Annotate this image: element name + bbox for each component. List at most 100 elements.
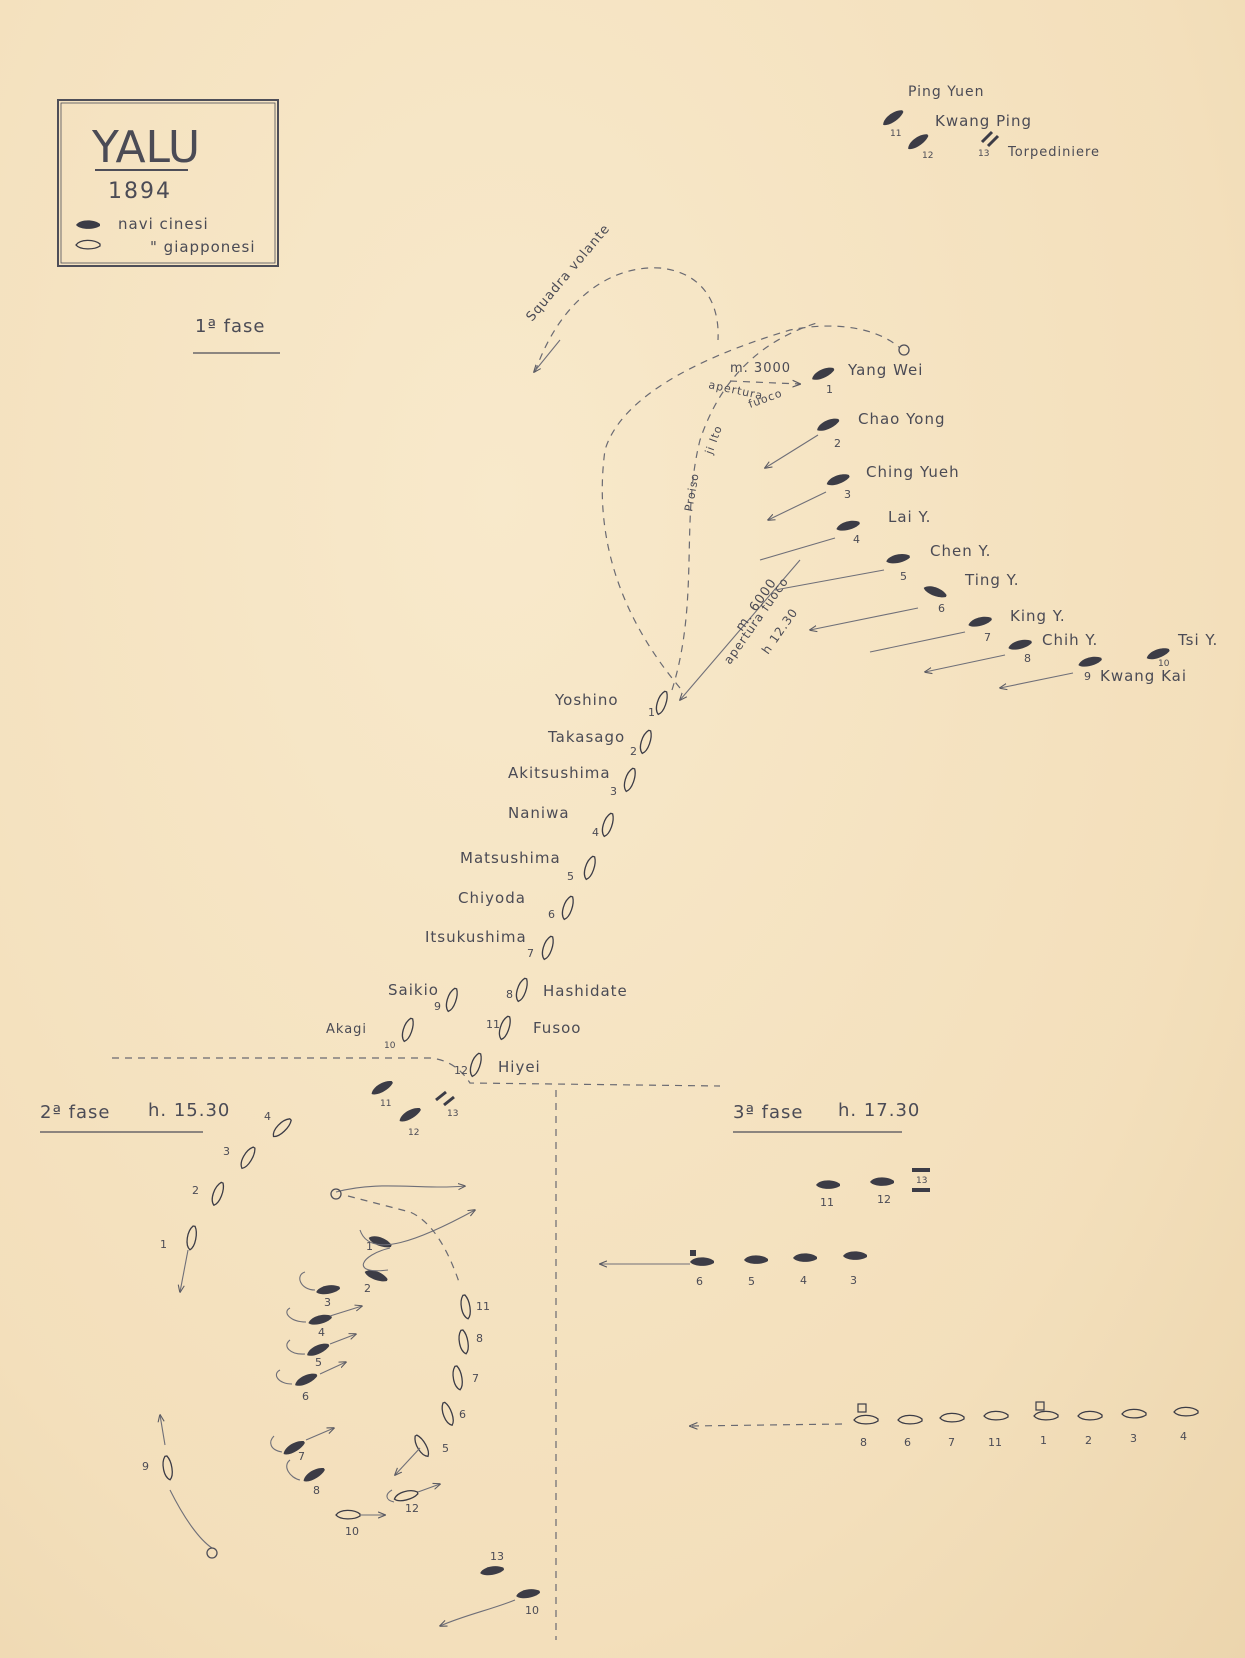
svg-text:2: 2	[364, 1282, 371, 1295]
first-shot-label-1: Proiso	[682, 472, 702, 513]
svg-text:4: 4	[853, 533, 860, 546]
svg-text:1: 1	[1040, 1434, 1047, 1447]
phase-separator-horizontal	[112, 1057, 721, 1087]
svg-text:11: 11	[380, 1099, 391, 1109]
chinese-ship-10-name: Tsi Y.	[1177, 631, 1218, 649]
svg-text:11: 11	[890, 129, 901, 139]
svg-text:8: 8	[506, 988, 513, 1001]
svg-text:8: 8	[860, 1436, 867, 1449]
svg-text:2: 2	[192, 1184, 199, 1197]
svg-text:7: 7	[298, 1450, 305, 1463]
reserve-ship-11-name: Ping Yuen	[908, 84, 985, 100]
phase2-title: 2ª fase	[40, 1102, 110, 1123]
japanese-ship-7-name: Itsukushima	[425, 928, 527, 946]
svg-text:9: 9	[142, 1460, 149, 1473]
svg-text:9: 9	[434, 1000, 441, 1013]
map-title: YALU	[91, 122, 200, 173]
reserve-ship-12	[905, 131, 931, 153]
legend-chinese-label: navi cinesi	[118, 215, 209, 233]
svg-text:8: 8	[476, 1332, 483, 1345]
svg-text:11: 11	[988, 1436, 1002, 1449]
japanese-ship-1-name: Yoshino	[554, 691, 619, 709]
japanese-ship-11-name: Fusoo	[533, 1019, 581, 1037]
chinese-ship-4	[835, 518, 861, 533]
phase2-diagram: 11 12 13 4 3 2 1 1 2 3 4 5	[142, 1077, 541, 1626]
chinese-ship-8	[1007, 637, 1033, 652]
svg-text:12: 12	[922, 151, 933, 161]
svg-text:10: 10	[1158, 659, 1170, 669]
svg-text:4: 4	[800, 1274, 807, 1287]
chinese-ship-3-name: Ching Yueh	[866, 463, 960, 481]
svg-text:3: 3	[223, 1145, 230, 1158]
japanese-ship-6-name: Chiyoda	[458, 889, 526, 907]
chinese-ship-2-name: Chao Yong	[858, 410, 946, 428]
svg-text:3: 3	[844, 488, 851, 501]
japanese-column-phase1: Yoshino 1 Takasago 2 Akitsushima 3 Naniw…	[326, 689, 671, 1079]
svg-text:3: 3	[850, 1274, 857, 1287]
svg-text:2: 2	[1085, 1434, 1092, 1447]
japanese-ship-10-name: Akagi	[326, 1022, 367, 1037]
svg-text:6: 6	[548, 908, 555, 921]
map-year: 1894	[108, 179, 172, 204]
svg-text:5: 5	[748, 1275, 755, 1288]
chinese-line-phase1: 1 Yang Wei 2 Chao Yong 3 Ching Yueh 4 La…	[759, 361, 1218, 688]
svg-text:3: 3	[1130, 1432, 1137, 1445]
chinese-ship-2	[815, 415, 841, 434]
chinese-ship-9	[1077, 654, 1103, 669]
svg-text:5: 5	[315, 1356, 322, 1369]
svg-text:4: 4	[318, 1326, 325, 1339]
svg-text:4: 4	[1180, 1430, 1187, 1443]
svg-text:6: 6	[302, 1390, 309, 1403]
chinese-ship-6-name: Ting Y.	[964, 571, 1020, 589]
svg-text:7: 7	[984, 631, 991, 644]
range-3000-label: m. 3000	[730, 361, 791, 376]
svg-text:7: 7	[948, 1436, 955, 1449]
chinese-ship-3	[825, 471, 851, 488]
svg-text:2: 2	[834, 437, 841, 450]
phase3-title: 3ª fase	[733, 1102, 803, 1123]
svg-text:11: 11	[486, 1018, 500, 1031]
japanese-ship-5-name: Matsushima	[460, 849, 561, 867]
svg-text:9: 9	[1084, 670, 1091, 683]
svg-text:11: 11	[476, 1300, 490, 1313]
chinese-reserve-group: Ping Yuen Kwang Ping Torpediniere 11 12 …	[880, 84, 1100, 161]
chinese-ship-5	[885, 551, 911, 566]
legend-japanese-label: " giapponesi	[150, 238, 256, 256]
svg-text:1: 1	[366, 1240, 373, 1253]
svg-text:12: 12	[405, 1502, 419, 1515]
svg-text:1: 1	[160, 1238, 167, 1251]
svg-text:1: 1	[648, 706, 655, 719]
chinese-ship-5-name: Chen Y.	[930, 542, 991, 560]
svg-text:4: 4	[264, 1110, 271, 1123]
svg-text:7: 7	[527, 947, 534, 960]
chinese-ship-7	[967, 614, 993, 629]
phase3-diagram: 11 12 13 6 5 4 3 8 6 7 11 1 2 3 4	[600, 1168, 1199, 1449]
chinese-ship-icon	[76, 220, 100, 229]
reserve-ship-11	[880, 107, 906, 129]
svg-text:12: 12	[454, 1064, 468, 1077]
legend-box: YALU 1894 navi cinesi " giapponesi	[57, 99, 279, 267]
chinese-ship-6	[922, 583, 948, 600]
svg-text:2: 2	[630, 745, 637, 758]
svg-text:12: 12	[408, 1128, 419, 1138]
chinese-ship-7-name: King Y.	[1010, 607, 1066, 625]
svg-text:6: 6	[904, 1436, 911, 1449]
svg-text:13: 13	[916, 1176, 927, 1186]
chinese-ship-8-name: Chih Y.	[1042, 631, 1098, 649]
svg-text:8: 8	[1024, 652, 1031, 665]
svg-text:13: 13	[490, 1550, 504, 1563]
reserve-ship-13-name: Torpediniere	[1007, 145, 1100, 160]
svg-text:6: 6	[938, 602, 945, 615]
svg-text:10: 10	[345, 1525, 359, 1538]
flying-squadron-track	[534, 267, 719, 373]
svg-text:12: 12	[877, 1193, 891, 1206]
chinese-ship-1-name: Yang Wei	[847, 361, 923, 379]
phase1-title: 1ª fase	[195, 316, 265, 337]
reserve-ship-12-name: Kwang Ping	[935, 112, 1032, 130]
japanese-ship-12-name: Hiyei	[498, 1058, 541, 1076]
chinese-ship-9-name: Kwang Kai	[1100, 667, 1187, 685]
svg-text:13: 13	[447, 1109, 458, 1119]
chinese-ship-4-name: Lai Y.	[888, 508, 931, 526]
chinese-ship-1	[810, 364, 836, 383]
